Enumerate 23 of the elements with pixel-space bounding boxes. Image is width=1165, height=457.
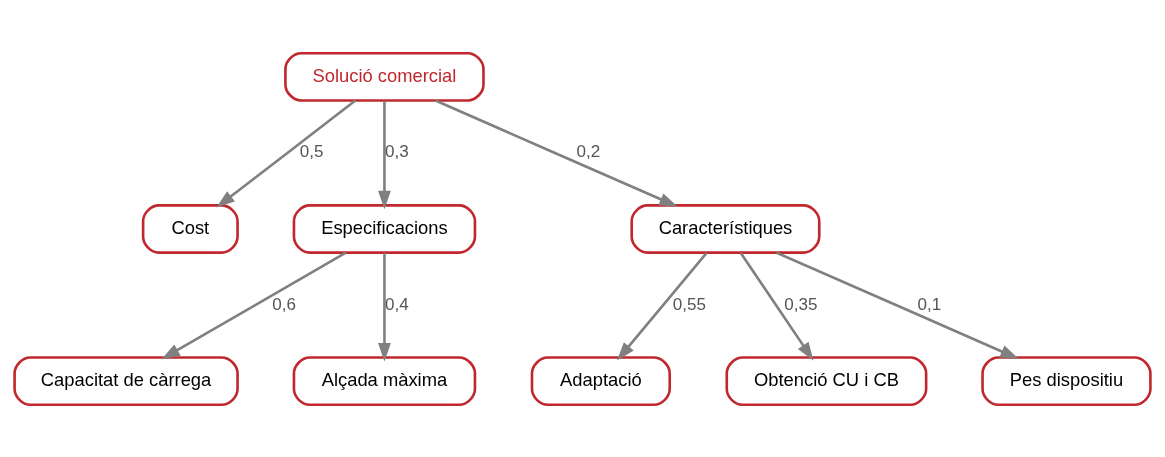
arrow — [434, 98, 678, 207]
arrow — [617, 251, 708, 360]
arrow — [378, 252, 391, 361]
arrow — [216, 99, 357, 208]
node-box: Capacitat de càrrega — [13, 355, 239, 406]
node-box: Característiques — [630, 203, 821, 254]
node-box: Alçada màxima — [292, 355, 477, 406]
edge-label: 0,5 — [299, 141, 324, 161]
node-box: Adaptació — [530, 355, 672, 406]
edge-label: 0,2 — [576, 141, 601, 161]
edge-label: 0,55 — [672, 294, 706, 314]
node-box: Pes dispositiu — [981, 355, 1152, 406]
edge-label: 0,6 — [272, 294, 296, 314]
edge-label: 0,35 — [784, 294, 818, 314]
edge-label: 0,1 — [917, 294, 942, 314]
node-box: Obtenció CU i CB — [725, 355, 928, 406]
arrow — [739, 251, 814, 361]
arrow — [776, 251, 1019, 359]
node-box: Especificacions — [292, 203, 477, 254]
node-box: Cost — [141, 203, 239, 254]
node-box: Solució comercial — [284, 51, 485, 102]
arrow — [378, 100, 391, 209]
arrow — [161, 251, 347, 359]
